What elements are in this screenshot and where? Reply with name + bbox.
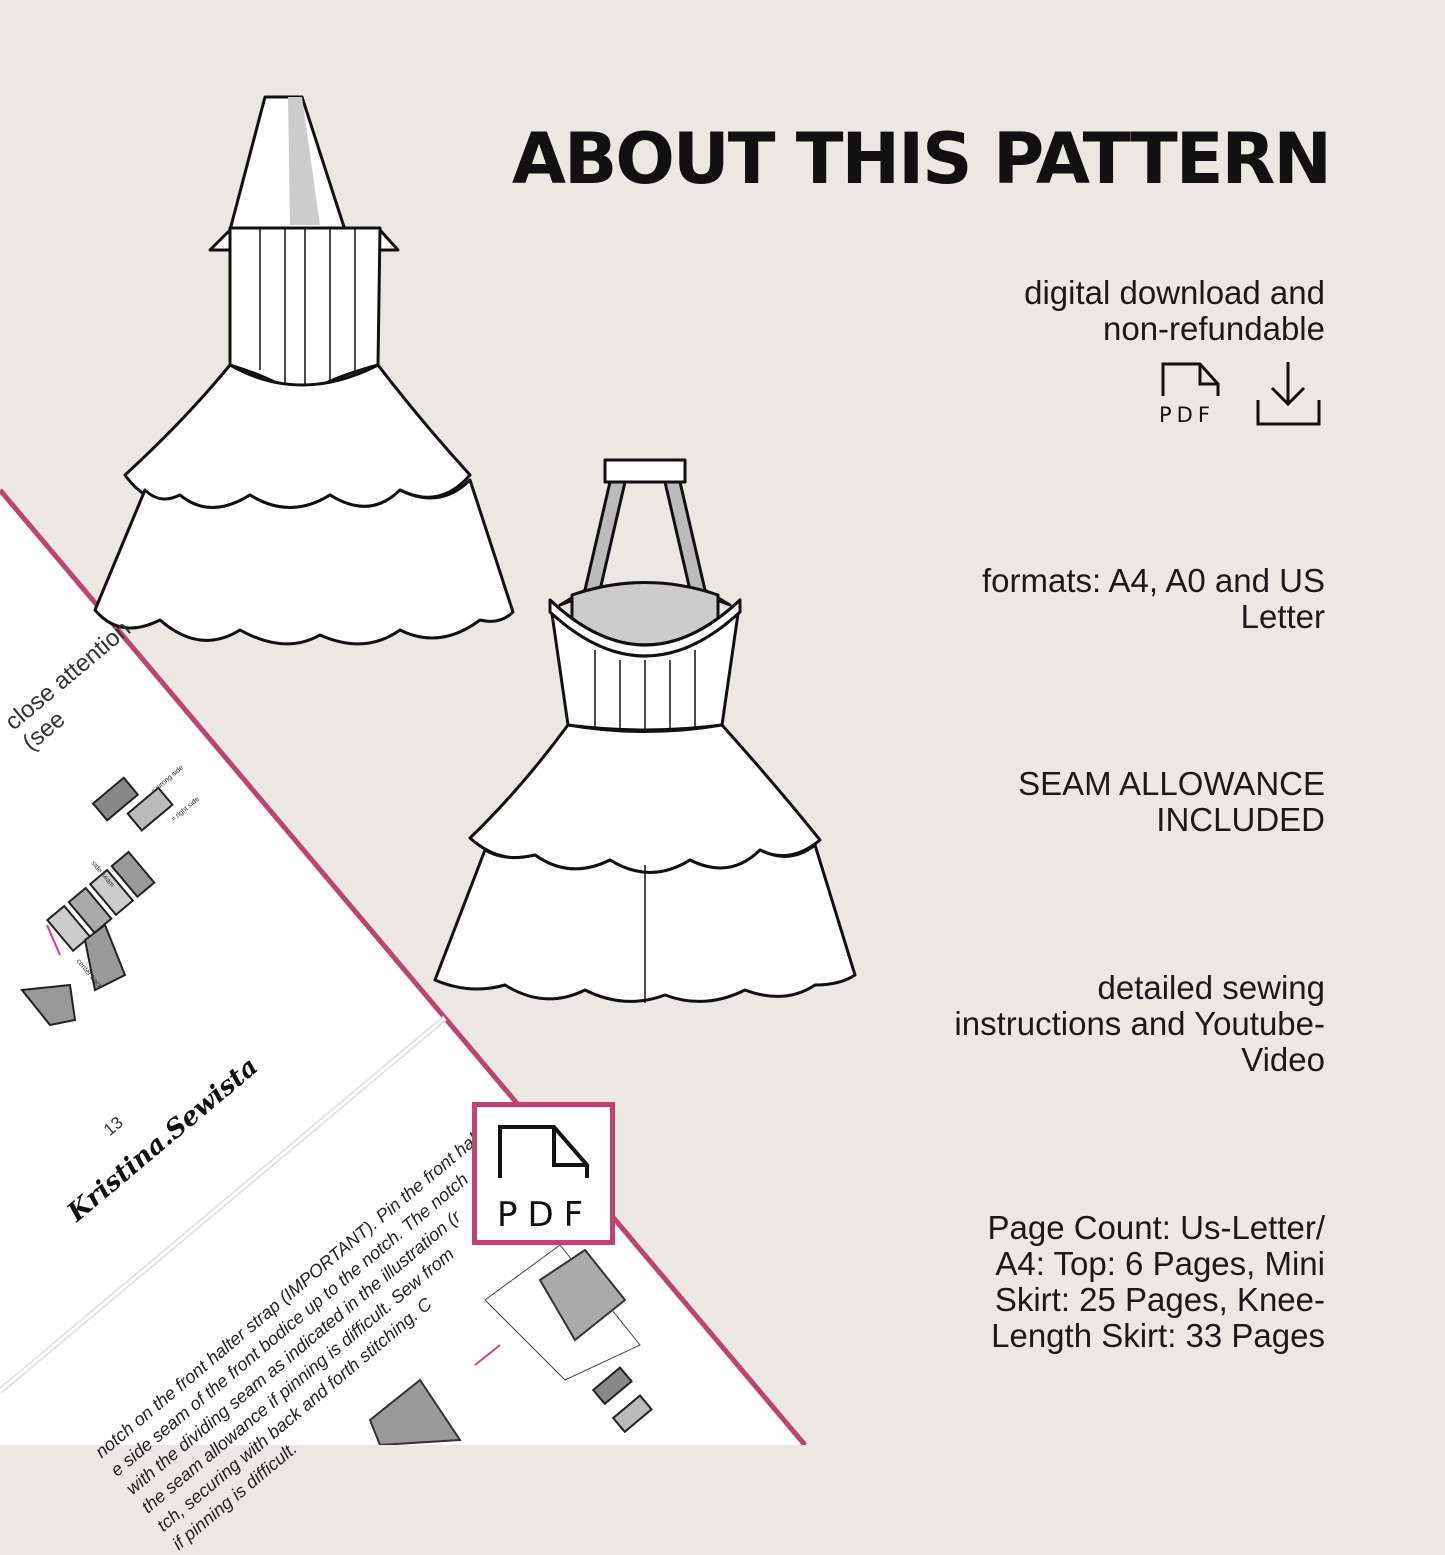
- feature-line: Letter: [1240, 598, 1325, 635]
- feature-page-count: Page Count: Us-Letter/ A4: Top: 6 Pages,…: [987, 1210, 1325, 1354]
- feature-line: Page Count: Us-Letter/: [987, 1209, 1325, 1246]
- feature-line: instructions and Youtube-: [954, 1005, 1325, 1042]
- pdf-icon: [1161, 362, 1220, 396]
- feature-seam-allowance: SEAM ALLOWANCE INCLUDED: [1018, 766, 1325, 838]
- feature-line: SEAM ALLOWANCE: [1018, 765, 1325, 802]
- feature-instructions: detailed sewing instructions and Youtube…: [954, 970, 1325, 1078]
- bodice-pieces: [20, 923, 127, 1027]
- feature-line: A4: Top: 6 Pages, Mini: [995, 1245, 1325, 1282]
- pdf-badge: PDF: [472, 1102, 615, 1245]
- page-title: ABOUT THIS PATTERN: [511, 118, 1332, 200]
- feature-download: digital download and non-refundable: [1024, 275, 1325, 347]
- feature-line: formats: A4, A0 and US: [981, 562, 1325, 599]
- feature-line: digital download and: [1024, 274, 1325, 311]
- feature-line: Skirt: 25 Pages, Knee-: [994, 1281, 1325, 1318]
- feature-line: INCLUDED: [1156, 801, 1325, 838]
- download-icon: [1256, 362, 1321, 426]
- diagram-frame: [484, 1244, 641, 1381]
- pdf-badge-label: PDF: [497, 1195, 594, 1235]
- page-edge: [0, 488, 807, 1445]
- feature-line: Video: [1241, 1041, 1325, 1078]
- feature-line: non-refundable: [1102, 310, 1325, 347]
- feature-line: detailed sewing: [1097, 969, 1326, 1006]
- front-dress-drawing: [93, 95, 515, 646]
- back-dress-drawing: [433, 458, 857, 1003]
- pdf-icon-label: PDF: [1159, 403, 1215, 427]
- feature-formats: formats: A4, A0 and US Letter: [982, 563, 1325, 635]
- feature-line: Length Skirt: 33 Pages: [991, 1317, 1325, 1354]
